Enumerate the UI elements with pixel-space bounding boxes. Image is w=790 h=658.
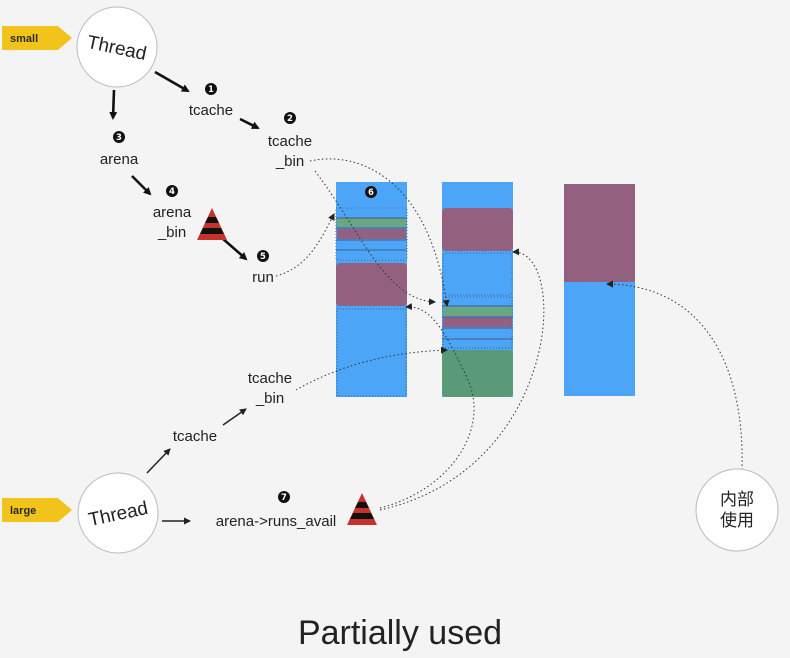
step-badge-4: 4 [166, 185, 178, 197]
tag-small: small [2, 26, 72, 50]
tcache-bin-top-line-2: _bin [275, 153, 304, 170]
step-5-number: 5 [260, 252, 266, 262]
warning-cone-icon [347, 493, 377, 525]
arena-label: arena [100, 151, 139, 168]
internal-use-line-2: 使用 [720, 510, 754, 531]
warning-cone-icon [197, 208, 227, 240]
small-path-arrows [109, 70, 260, 261]
step-2-number: 2 [287, 114, 293, 124]
tag-large-label: large [10, 505, 36, 517]
step-badge-2: 2 [284, 112, 296, 124]
chunk-column-1 [335, 182, 408, 397]
step-badge-1: 1 [205, 83, 217, 95]
diagram-caption: Partially used [298, 614, 502, 652]
arena-bin-line-2: _bin [157, 224, 186, 241]
dotted-pointers [275, 158, 743, 511]
chunk-column-3 [564, 184, 635, 396]
large-path-arrows [146, 408, 247, 525]
tcache-bin-bottom-line-1: tcache [248, 370, 292, 387]
run-label: run [252, 269, 274, 286]
tcache-top-label: tcache [189, 102, 233, 119]
step-badge-7: 7 [278, 491, 290, 503]
step-4-number: 4 [169, 187, 175, 197]
step-1-number: 1 [208, 85, 214, 95]
runs-avail-label: arena->runs_avail [216, 513, 337, 530]
internal-use-line-1: 内部 [720, 490, 754, 510]
tag-small-label: small [10, 33, 38, 45]
step-3-number: 3 [116, 133, 122, 143]
tcache-bin-top-line-1: tcache [268, 133, 312, 150]
chunk-column-2 [442, 182, 513, 397]
tag-large: large [2, 498, 72, 522]
arena-bin-line-1: arena [153, 204, 192, 221]
step-6-number: 6 [368, 188, 374, 198]
step-badge-6: 6 [365, 186, 377, 198]
thread-node-top: Thread [76, 6, 158, 88]
step-badge-5: 5 [257, 250, 269, 262]
step-7-number: 7 [281, 493, 287, 503]
thread-node-bottom: Thread [77, 472, 159, 554]
tcache-bin-bottom-line-2: _bin [255, 390, 284, 407]
internal-use-node: 内部 使用 [695, 468, 779, 552]
step-badge-3: 3 [113, 131, 125, 143]
tcache-bottom-label: tcache [173, 428, 217, 445]
